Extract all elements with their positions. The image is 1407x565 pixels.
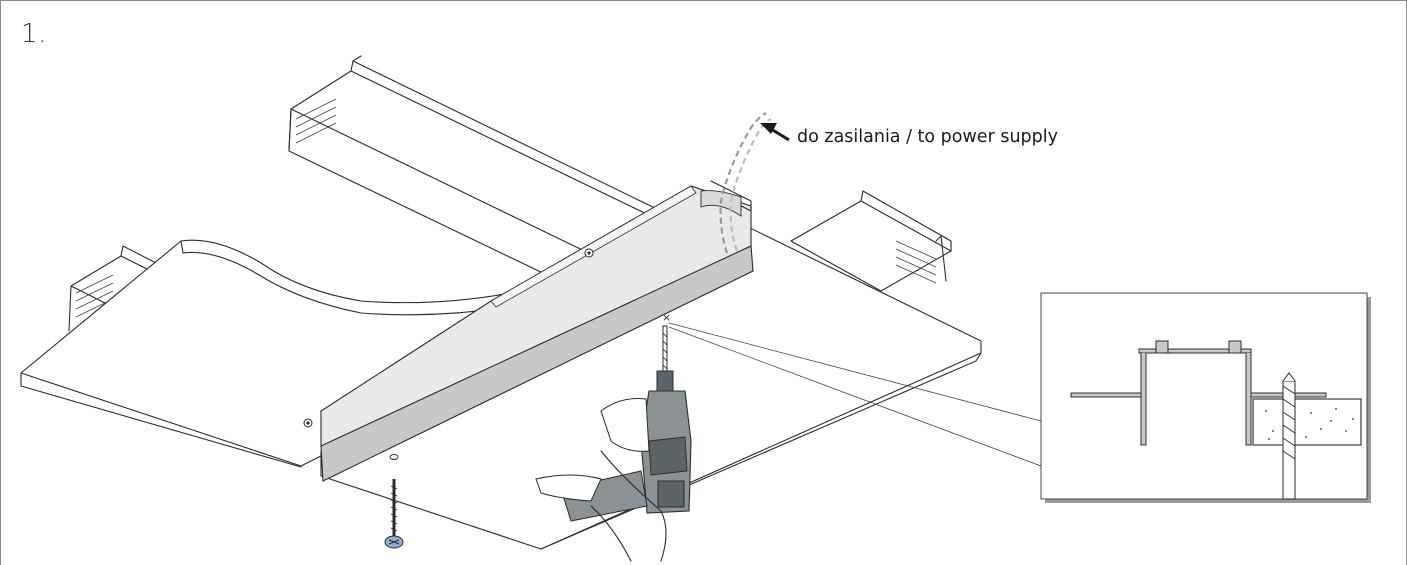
drill-icon <box>535 325 692 562</box>
screw-icon <box>384 479 404 549</box>
drill-bit-icon <box>1282 372 1296 500</box>
step-number: 1. <box>21 19 47 49</box>
detail-leader-lines: × <box>662 311 1042 467</box>
power-cable-arrow-icon <box>760 123 790 142</box>
plasterboard-left <box>20 239 542 468</box>
svg-text:×: × <box>662 311 671 324</box>
cross-section-detail <box>1040 292 1371 503</box>
power-supply-label: do zasilania / to power supply <box>797 127 1058 147</box>
